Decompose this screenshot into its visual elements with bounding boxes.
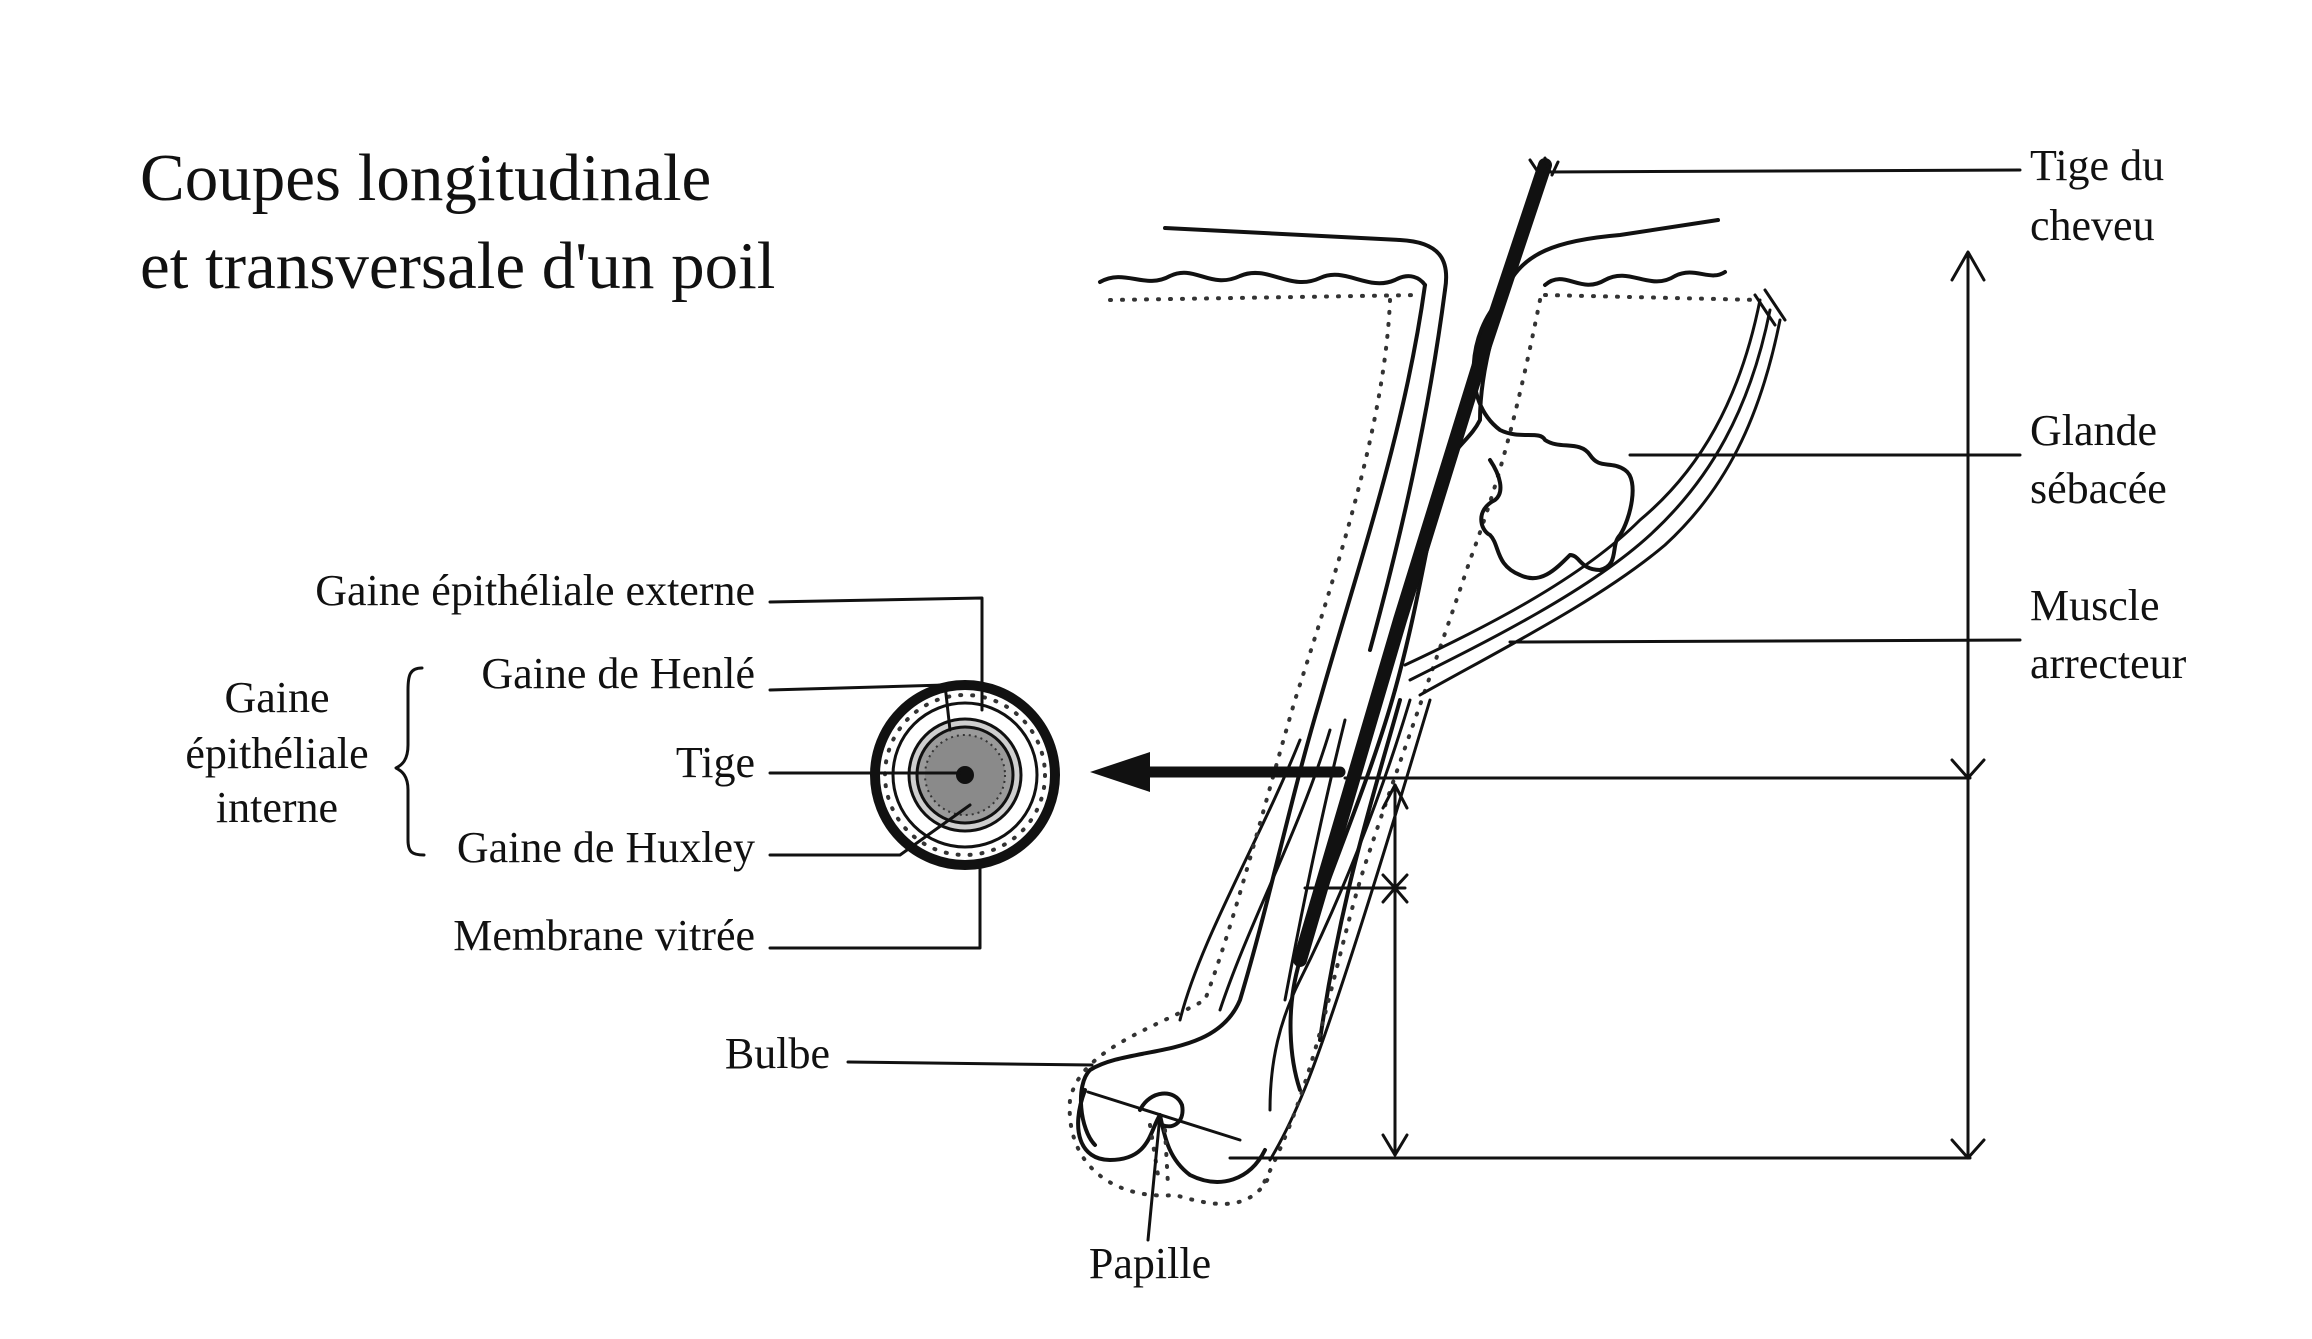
- follicle-outer-left: [1078, 283, 1427, 1147]
- bracket-gaine-interne: [394, 666, 426, 857]
- arrector-muscle-line-1: [1403, 298, 1762, 667]
- outer-sheath-dots: [883, 693, 1047, 857]
- label-membrane-vitree: Membrane vitrée: [453, 911, 755, 960]
- outer-sheath-circle: [870, 680, 1060, 870]
- label-gaine-epitheliale-externe: Gaine épithéliale externe: [315, 566, 755, 615]
- hair-shaft: [1293, 158, 1552, 967]
- leader-gaine-henle: [768, 683, 952, 732]
- hair-bulb-outline: [1076, 1088, 1267, 1184]
- dim-inner-arrow-top: [1381, 783, 1409, 810]
- skin-surface-left: [1098, 270, 1427, 287]
- label-papille: Papille: [1089, 1239, 1211, 1288]
- arrector-muscle-end: [1753, 288, 1787, 327]
- label-leaders: [394, 168, 2022, 1242]
- root-sheath-line-1: [1283, 718, 1347, 1002]
- dim-inner-arrow-mid-up: [1381, 886, 1409, 904]
- label-tige-du-cheveu-2: cheveu: [2030, 201, 2155, 250]
- title-line-1: Coupes longitudinale: [140, 141, 711, 215]
- transverse-section: [870, 680, 1060, 870]
- label-glande-sebacee-2: sébacée: [2030, 464, 2167, 513]
- section-arrow-head: [1090, 752, 1150, 792]
- longitudinal-section: [1067, 156, 1787, 1206]
- title-line-2: et transversale d'un poil: [140, 229, 775, 303]
- label-gaine-interne-3: interne: [216, 783, 338, 832]
- stratum-line-left: [1163, 226, 1449, 292]
- papilla-dots: [1148, 1123, 1170, 1187]
- dim-arrow-bottom: [1950, 1138, 1986, 1160]
- dim-arrow-top: [1950, 250, 1986, 282]
- leader-membrane-vitree: [768, 860, 982, 950]
- leader-bulbe: [846, 1060, 1094, 1067]
- label-tige: Tige: [676, 738, 755, 787]
- label-gaine-de-huxley: Gaine de Huxley: [457, 823, 755, 872]
- leader-muscle-arrecteur: [1508, 638, 2022, 644]
- label-muscle-arrecteur-1: Muscle: [2030, 581, 2160, 630]
- leader-gaine-externe: [768, 596, 984, 712]
- dermal-sheath-dots-right: [1258, 298, 1542, 1192]
- label-tige-du-cheveu-1: Tige du: [2030, 141, 2164, 190]
- bulb-cut-line: [1086, 1090, 1242, 1142]
- label-gaine-de-henle: Gaine de Henlé: [481, 649, 755, 698]
- follicle-inner-left: [1368, 288, 1447, 652]
- label-glande-sebacee-1: Glande: [2030, 406, 2157, 455]
- dim-inner-arrow-bottom: [1381, 1133, 1409, 1157]
- root-sheath-line-3: [1178, 738, 1302, 1022]
- label-muscle-arrecteur-2: arrecteur: [2030, 639, 2187, 688]
- dermal-papilla: [1138, 1091, 1185, 1129]
- shaft-medulla-dot: [956, 766, 974, 784]
- arrector-muscle-line-2: [1408, 308, 1772, 682]
- dimension-lines: [1228, 250, 1986, 1160]
- leader-papille: [1146, 1113, 1162, 1242]
- label-bulbe: Bulbe: [725, 1029, 830, 1078]
- dermal-sheath-dots-left: [1067, 298, 1392, 1206]
- epidermis-dots-left: [1108, 293, 1422, 302]
- leader-gaine-huxley: [768, 803, 972, 857]
- label-gaine-interne-2: épithéliale: [185, 729, 368, 778]
- arrector-muscle-line-3: [1418, 318, 1782, 697]
- stratum-line-right: [1503, 218, 1720, 294]
- glassy-membrane-circle: [891, 701, 1039, 849]
- dim-arrow-mid-down: [1950, 758, 1986, 780]
- skin-surface-right: [1543, 270, 1727, 287]
- label-gaine-interne-1: Gaine: [224, 673, 329, 722]
- leader-tige-du-cheveu: [1543, 168, 2022, 174]
- epidermis-dots-right: [1543, 293, 1762, 302]
- sebaceous-gland-outline: [1471, 298, 1635, 581]
